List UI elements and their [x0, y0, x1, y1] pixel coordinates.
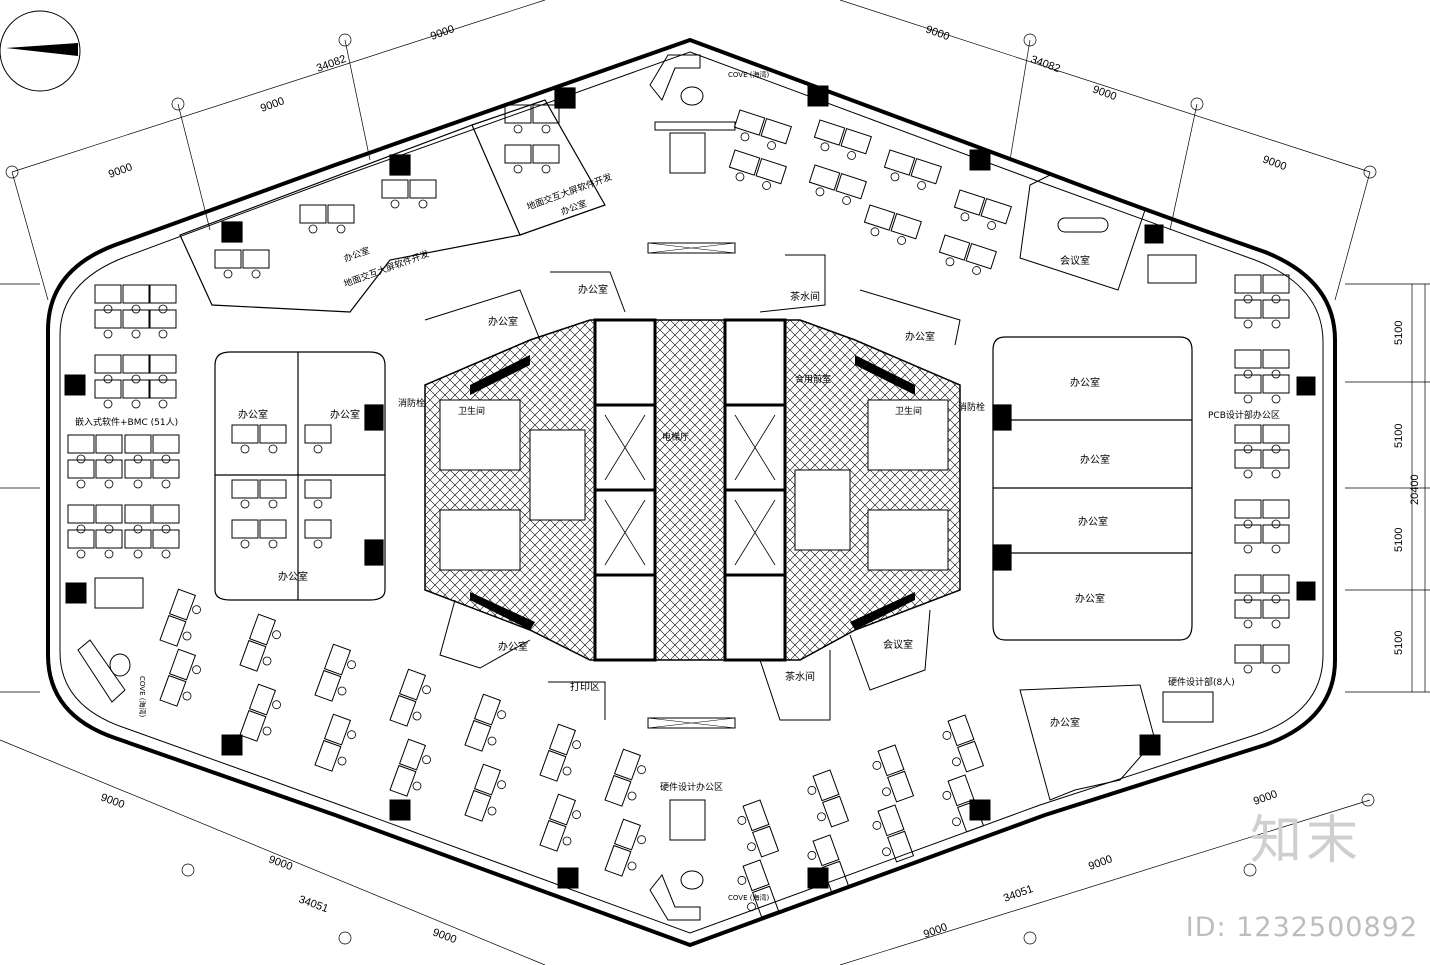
- label-office-core-left: 办公室: [488, 315, 518, 328]
- dim-total-top-right: 34082: [1029, 54, 1062, 76]
- label-office-core-right: 办公室: [905, 330, 935, 343]
- label-pcb: PCB设计部办公区: [1208, 409, 1280, 421]
- left-office-block: [214, 351, 386, 601]
- dim-9000-i: 9000: [431, 927, 458, 947]
- dim-9000-e: 9000: [1091, 84, 1118, 104]
- label-tea-bottom: 茶水间: [785, 670, 815, 683]
- bottom-workstations: [160, 589, 991, 920]
- label-office-top-mid: 办公室: [559, 197, 588, 218]
- core-side-rooms: [424, 242, 961, 729]
- label-print: 打印区: [570, 680, 600, 693]
- dim-5100-c: 5100: [1393, 528, 1405, 552]
- dim-9000-f: 9000: [1261, 154, 1288, 174]
- label-office-left-2: 办公室: [330, 408, 360, 421]
- label-meeting-top-right: 会议室: [1060, 254, 1090, 267]
- label-wc-right: 卫生间: [895, 405, 922, 417]
- label-hardware-big: 硬件设计办公区: [660, 781, 723, 793]
- label-office-right-3: 办公室: [1078, 515, 1108, 528]
- north-arrow: [0, 10, 81, 92]
- label-office-bottom-right: 办公室: [1050, 716, 1080, 729]
- label-fire-left: 消防栓: [398, 397, 425, 409]
- label-fire-right: 消防栓: [958, 401, 985, 413]
- dim-total-bottom-left: 34051: [297, 894, 330, 916]
- label-office-left-3: 办公室: [278, 570, 308, 583]
- dim-5100-a: 5100: [1393, 321, 1405, 345]
- label-office-right-1: 办公室: [1070, 376, 1100, 389]
- label-cove-bottom: COVE (海湾): [728, 893, 769, 902]
- building-outline: [46, 37, 1337, 948]
- dim-5100-b: 5100: [1393, 424, 1405, 448]
- dim-9000-c: 9000: [429, 23, 456, 43]
- label-office-right-2: 办公室: [1080, 453, 1110, 466]
- dim-total-top-left: 34082: [315, 53, 348, 75]
- label-office-left-1: 办公室: [238, 408, 268, 421]
- dim-9000-h: 9000: [267, 854, 294, 874]
- dim-9000-k: 9000: [1087, 853, 1114, 873]
- watermark-brand: 知末: [1249, 811, 1362, 871]
- dim-total-bottom-right: 34051: [1002, 883, 1035, 905]
- label-office-core-top: 办公室: [578, 283, 608, 296]
- label-wc-left: 卫生间: [458, 405, 485, 417]
- label-office-right-4: 办公室: [1075, 592, 1105, 605]
- dim-9000-g: 9000: [99, 792, 126, 812]
- left-workstations: [64, 284, 179, 609]
- label-core-corridor: 电梯厅: [662, 431, 689, 443]
- watermark-id: ID: 1232500892: [1185, 912, 1418, 943]
- top-left-zone: [179, 87, 606, 313]
- dim-9000-d: 9000: [924, 24, 951, 44]
- top-right-workstations: [726, 85, 1197, 291]
- dim-9000-b: 9000: [259, 95, 286, 115]
- label-embedded: 嵌入式软件+BMC (51人): [75, 416, 178, 428]
- label-tea-top: 茶水间: [790, 290, 820, 303]
- dim-total-right: 20400: [1409, 474, 1421, 505]
- dim-9000-a: 9000: [107, 161, 134, 181]
- label-hardware-right: 硬件设计部(8人): [1168, 676, 1235, 688]
- dim-9000-j: 9000: [922, 921, 949, 941]
- dim-5100-d: 5100: [1393, 631, 1405, 655]
- top-lounge: [649, 54, 736, 174]
- central-core: 电梯厅 合用前室 消防栓 消防栓 卫生间 卫生间: [398, 318, 985, 662]
- label-cove-top: COVE (海湾): [728, 70, 769, 79]
- label-meeting-core: 会议室: [883, 638, 913, 651]
- right-office-block: [992, 336, 1193, 641]
- left-lounge: [77, 639, 131, 703]
- right-workstations: [1019, 275, 1316, 801]
- label-office-top-left: 办公室: [342, 244, 371, 265]
- label-office-core-bottom: 办公室: [498, 640, 528, 653]
- label-cove-left: COVE (海湾): [138, 676, 147, 717]
- label-core-hall: 合用前室: [795, 373, 831, 385]
